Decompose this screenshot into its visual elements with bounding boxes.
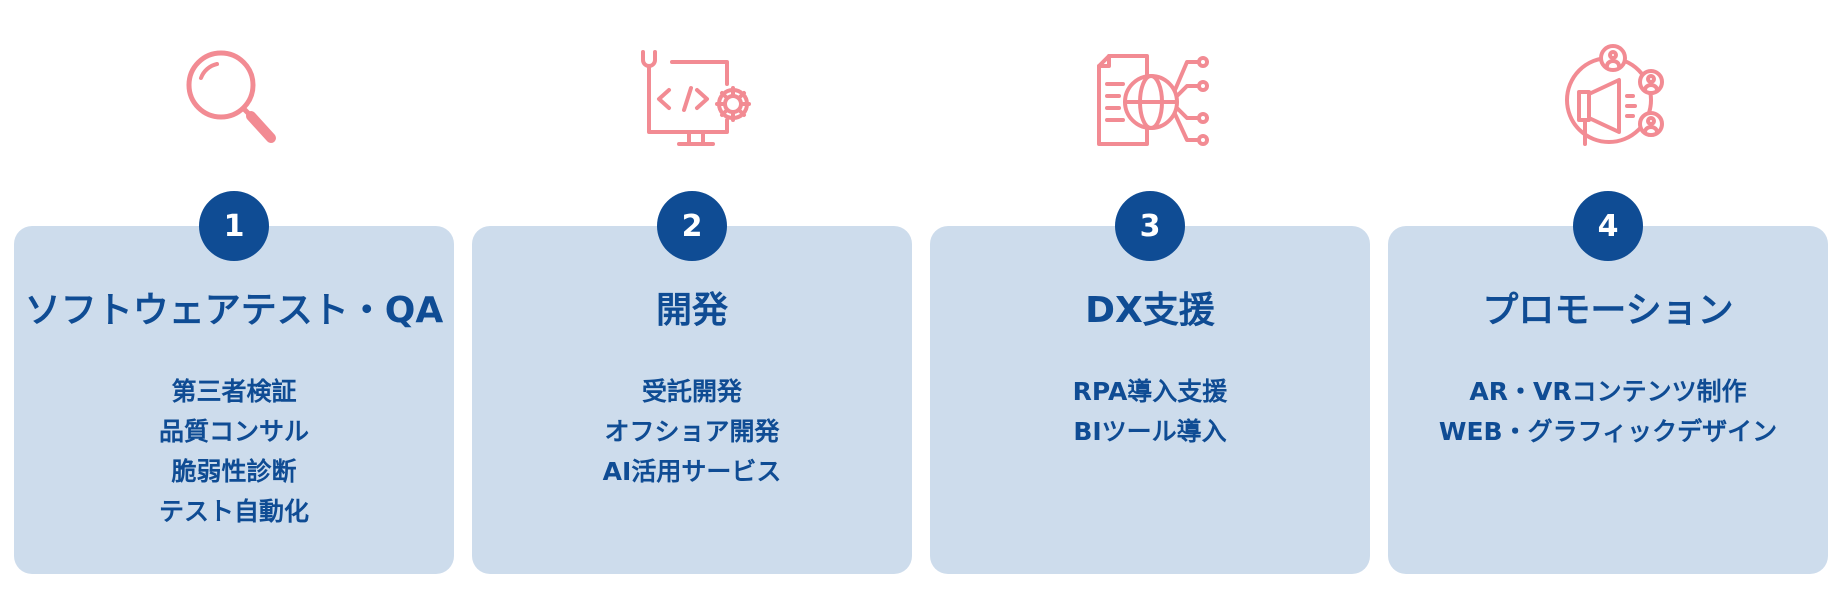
step-number-badge: 2 [657,191,727,261]
step-number-badge: 4 [1573,191,1643,261]
service-item: テスト自動化 [158,497,309,526]
service-card-panel [472,226,912,574]
service-card-panel [930,226,1370,574]
service-title: ソフトウェアテスト・QA [24,290,444,331]
service-item-list: 受託開発 オフショア開発 AI活用サービス [472,372,912,492]
service-title: 開発 [655,290,728,331]
service-item: 第三者検証 [171,377,297,406]
service-card-panel [1388,226,1828,574]
service-item: BIツール導入 [1073,417,1227,446]
code-monitor-icon [472,40,912,160]
service-card-promotion: 4 プロモーション AR・VRコンテンツ制作 WEB・グラフィックデザイン [1388,0,1828,614]
step-number-badge: 1 [199,191,269,261]
service-card-dx: 3 DX支援 RPA導入支援 BIツール導入 [930,0,1370,614]
service-item: AR・VRコンテンツ制作 [1469,377,1747,406]
service-item: AI活用サービス [602,457,782,486]
service-title: プロモーション [1482,290,1734,331]
service-item: RPA導入支援 [1072,377,1228,406]
service-item-list: 第三者検証 品質コンサル 脆弱性診断 テスト自動化 [14,372,454,532]
service-title: DX支援 [1085,290,1215,331]
service-card-panel [14,226,454,574]
magnifying-glass-icon [14,40,454,160]
service-item-list: AR・VRコンテンツ制作 WEB・グラフィックデザイン [1388,372,1828,452]
service-item-list: RPA導入支援 BIツール導入 [930,372,1370,452]
service-item: オフショア開発 [604,417,780,446]
service-card-testing: 1 ソフトウェアテスト・QA 第三者検証 品質コンサル 脆弱性診断 テスト自動化 [14,0,454,614]
megaphone-people-icon [1388,40,1828,160]
service-item: 受託開発 [641,377,742,406]
service-card-development: 2 開発 受託開発 オフショア開発 AI活用サービス [472,0,912,614]
service-item: WEB・グラフィックデザイン [1438,417,1778,446]
service-item: 脆弱性診断 [171,457,297,486]
service-item: 品質コンサル [158,417,309,446]
step-number-badge: 3 [1115,191,1185,261]
document-globe-network-icon [930,40,1370,160]
